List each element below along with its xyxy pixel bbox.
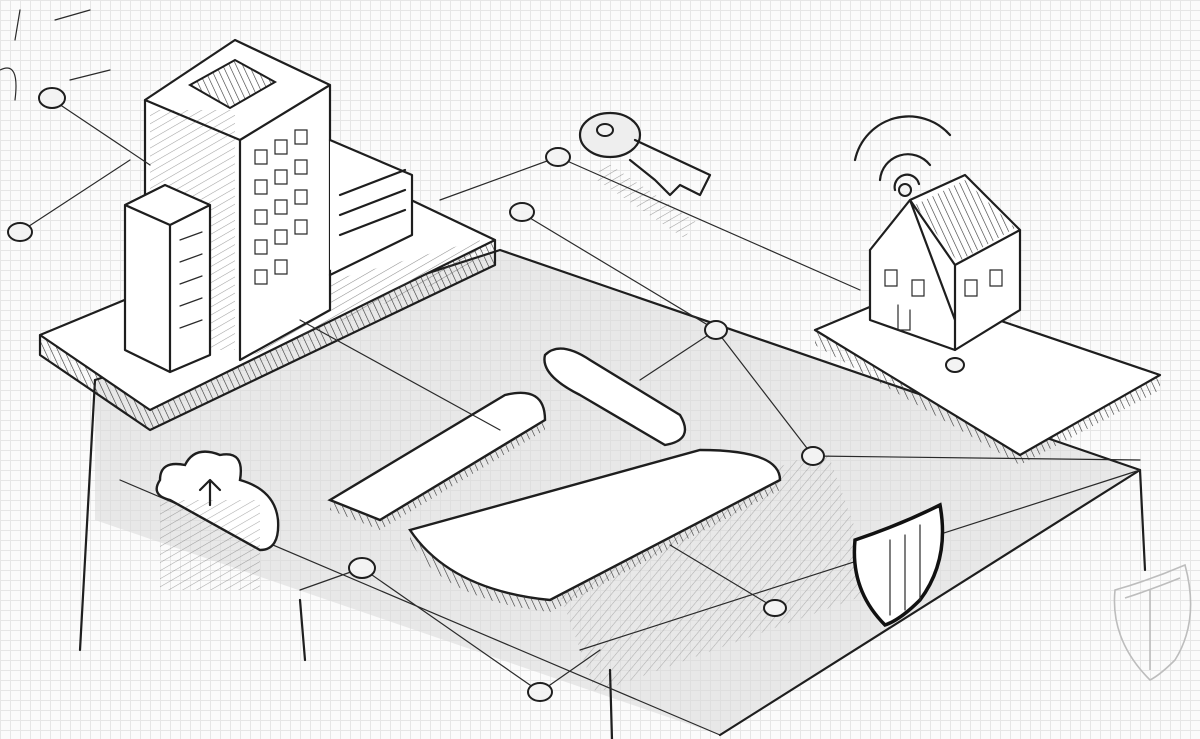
network-nodes bbox=[7, 87, 965, 702]
node bbox=[38, 87, 66, 109]
node bbox=[7, 222, 33, 242]
node bbox=[509, 202, 535, 222]
node bbox=[527, 682, 553, 702]
shield-icon bbox=[852, 502, 945, 628]
house-with-wifi-icon bbox=[853, 115, 1022, 352]
node bbox=[348, 557, 376, 579]
key-icon bbox=[578, 111, 712, 239]
wifi-icon bbox=[853, 115, 952, 197]
node bbox=[545, 147, 571, 167]
node bbox=[763, 599, 787, 617]
faint-shield-icon bbox=[1113, 563, 1192, 681]
cloud-upload-icon bbox=[155, 450, 280, 590]
node bbox=[801, 446, 825, 466]
node bbox=[704, 320, 728, 340]
node bbox=[945, 357, 965, 373]
office-buildings-icon bbox=[123, 38, 414, 375]
